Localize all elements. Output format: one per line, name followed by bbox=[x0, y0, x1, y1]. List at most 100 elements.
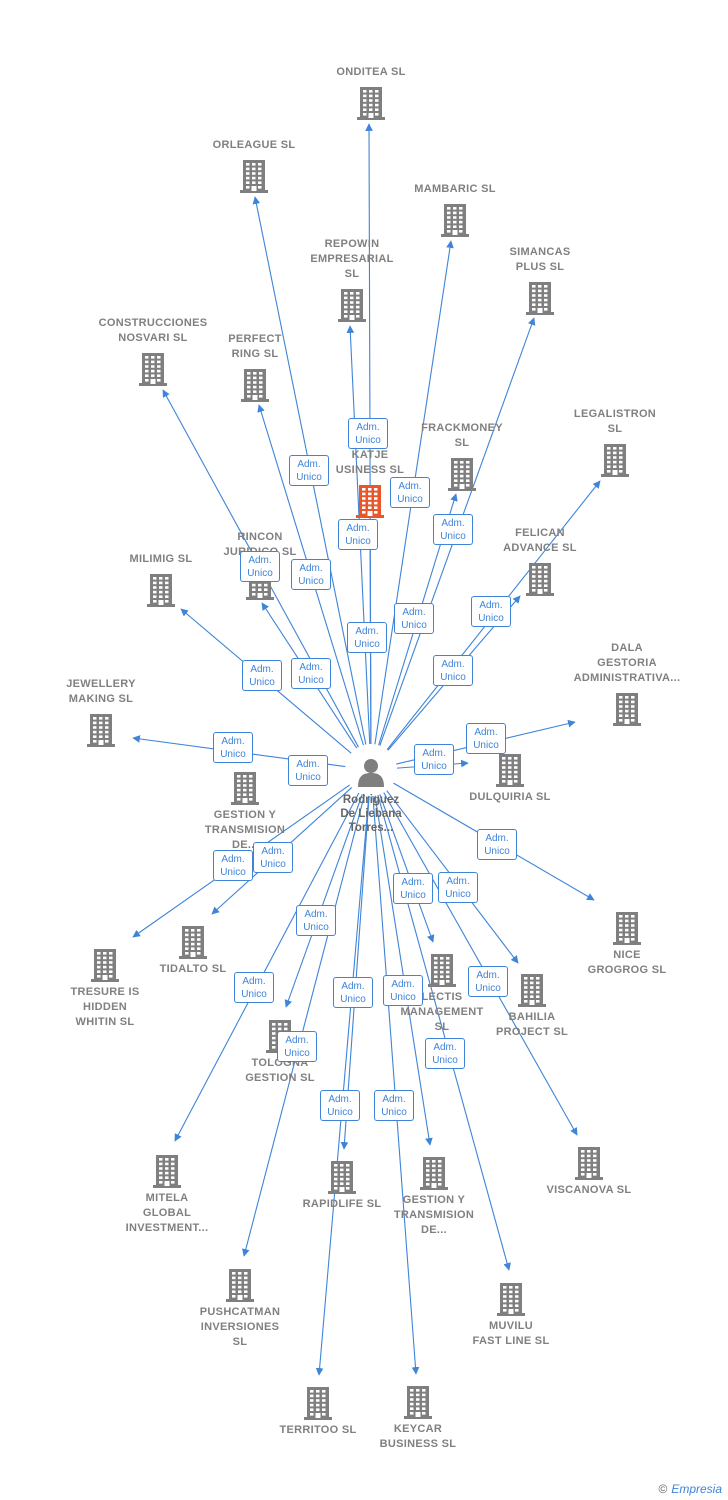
edge-role-badge: Adm.Unico bbox=[277, 1031, 317, 1062]
company-node-orleague[interactable]: ORLEAGUE SL bbox=[184, 139, 324, 193]
building-icon bbox=[613, 693, 641, 726]
company-node-gestion1[interactable]: GESTION Y TRANSMISION DE... bbox=[175, 771, 315, 853]
building-icon bbox=[179, 926, 207, 959]
edge-gestion2 bbox=[374, 795, 433, 1146]
company-node-gestion2[interactable]: GESTION Y TRANSMISION DE... bbox=[364, 1156, 504, 1238]
badge-line1: Adm. bbox=[328, 1094, 352, 1105]
company-node-legalistron[interactable]: LEGALISTRON SL bbox=[545, 408, 685, 477]
company-label: TIDALTO SL bbox=[159, 963, 227, 975]
building-icon bbox=[441, 204, 469, 237]
badge-line1: Adm. bbox=[261, 846, 285, 857]
company-node-lectis[interactable]: LECTIS MANAGEMENT SL bbox=[372, 953, 512, 1035]
badge-line1: Adm. bbox=[346, 523, 370, 534]
company-node-jewellery[interactable]: JEWELLERY MAKING SL bbox=[31, 678, 171, 747]
edge-pushcatman bbox=[242, 795, 365, 1257]
edge-role-badge: Adm.Unico bbox=[471, 596, 511, 627]
badge-line1: Adm. bbox=[341, 981, 365, 992]
edge-role-badge: Adm.Unico bbox=[348, 418, 388, 449]
company-node-tidalto[interactable]: TIDALTO SL bbox=[123, 925, 263, 977]
company-label: DULQUIRIA SL bbox=[469, 791, 551, 803]
company-node-construcciones[interactable]: CONSTRUCCIONES NOSVARI SL bbox=[83, 317, 223, 386]
badge-line2: Unico bbox=[421, 761, 447, 772]
badge-line2: Unico bbox=[241, 989, 267, 1000]
building-icon bbox=[575, 1147, 603, 1180]
company-node-mambaric[interactable]: MAMBARIC SL bbox=[385, 183, 525, 237]
company-node-territoo[interactable]: TERRITOO SL bbox=[248, 1386, 388, 1438]
company-node-rapidlife[interactable]: RAPIDLIFE SL bbox=[272, 1160, 412, 1212]
company-node-repowin[interactable]: REPOWIN EMPRESARIAL SL bbox=[282, 238, 422, 322]
edge-role-badge: Adm.Unico bbox=[414, 744, 454, 775]
building-icon bbox=[231, 772, 259, 805]
company-node-pushcatman[interactable]: PUSHCATMAN INVERSIONES SL bbox=[170, 1268, 310, 1350]
edge-role-badge: Adm.Unico bbox=[390, 477, 430, 508]
company-node-katje[interactable]: KATJE USINESS SL bbox=[300, 449, 440, 518]
company-label: CONSTRUCCIONES NOSVARI SL bbox=[98, 317, 208, 344]
building-icon bbox=[304, 1387, 332, 1420]
badge-line2: Unico bbox=[345, 536, 371, 547]
person-name: Rodriguez De Liebana Torres... bbox=[340, 794, 402, 834]
building-icon bbox=[241, 369, 269, 402]
building-icon bbox=[147, 574, 175, 607]
edge-role-badge: Adm.Unico bbox=[213, 850, 253, 881]
company-node-dala[interactable]: DALA GESTORIA ADMINISTRATIVA... bbox=[557, 642, 697, 726]
badge-line1: Adm. bbox=[474, 727, 498, 738]
badge-line2: Unico bbox=[440, 531, 466, 542]
company-label: RAPIDLIFE SL bbox=[302, 1198, 382, 1210]
company-node-felican[interactable]: FELICAN ADVANCE SL bbox=[470, 527, 610, 596]
edge-role-badge: Adm.Unico bbox=[477, 829, 517, 860]
copyright-mark: © bbox=[658, 1482, 668, 1496]
company-label: ORLEAGUE SL bbox=[212, 139, 296, 151]
company-node-perfect[interactable]: PERFECT RING SL bbox=[185, 333, 325, 402]
company-node-bahilia[interactable]: BAHILIA PROJECT SL bbox=[462, 973, 602, 1040]
edge-role-badge: Adm.Unico bbox=[289, 455, 329, 486]
company-node-simancas[interactable]: SIMANCAS PLUS SL bbox=[470, 246, 610, 315]
badge-line1: Adm. bbox=[476, 970, 500, 981]
badge-line1: Adm. bbox=[433, 1042, 457, 1053]
edge-mitela bbox=[174, 792, 360, 1142]
company-node-dulquiria[interactable]: DULQUIRIA SL bbox=[440, 753, 580, 805]
edge-viscanova bbox=[383, 792, 578, 1136]
company-node-viscanova[interactable]: VISCANOVA SL bbox=[519, 1146, 659, 1198]
badge-line1: Adm. bbox=[441, 659, 465, 670]
badge-line2: Unico bbox=[220, 749, 246, 760]
badge-line1: Adm. bbox=[485, 833, 509, 844]
edge-role-badge: Adm.Unico bbox=[320, 1090, 360, 1121]
center-person-node[interactable]: Rodriguez De Liebana Torres... bbox=[331, 756, 411, 835]
edge-role-badge: Adm.Unico bbox=[394, 603, 434, 634]
company-label: SIMANCAS PLUS SL bbox=[509, 246, 571, 273]
footer-brand[interactable]: ©Empresia bbox=[658, 1482, 722, 1496]
badge-line1: Adm. bbox=[402, 607, 426, 618]
company-label: PUSHCATMAN INVERSIONES SL bbox=[199, 1306, 281, 1348]
badge-line1: Adm. bbox=[221, 854, 245, 865]
badge-line2: Unico bbox=[440, 672, 466, 683]
company-node-onditea[interactable]: ONDITEA SL bbox=[301, 66, 441, 120]
company-label: GESTION Y TRANSMISION DE... bbox=[204, 809, 286, 851]
edge-territoo bbox=[315, 795, 370, 1376]
badge-line1: Adm. bbox=[441, 518, 465, 529]
company-node-muvilu[interactable]: MUVILU FAST LINE SL bbox=[441, 1282, 581, 1349]
company-label: TRESURE IS HIDDEN WHITIN SL bbox=[70, 986, 140, 1028]
edge-role-badge: Adm.Unico bbox=[347, 622, 387, 653]
badge-line1: Adm. bbox=[296, 759, 320, 770]
edge-lectis bbox=[379, 794, 435, 943]
badge-line2: Unico bbox=[296, 472, 322, 483]
company-node-mitela[interactable]: MITELA GLOBAL INVESTMENT... bbox=[97, 1154, 237, 1236]
building-icon bbox=[404, 1386, 432, 1419]
badge-line1: Adm. bbox=[250, 664, 274, 675]
building-icon bbox=[226, 1269, 254, 1302]
company-node-keycar[interactable]: KEYCAR BUSINESS SL bbox=[348, 1385, 488, 1452]
badge-line1: Adm. bbox=[446, 876, 470, 887]
edge-role-badge: Adm.Unico bbox=[253, 842, 293, 873]
company-node-frackmoney[interactable]: FRACKMONEY SL bbox=[392, 422, 532, 491]
company-label: BAHILIA PROJECT SL bbox=[495, 1011, 569, 1038]
company-node-tresure[interactable]: TRESURE IS HIDDEN WHITIN SL bbox=[35, 948, 175, 1030]
company-node-milimig[interactable]: MILIMIG SL bbox=[91, 553, 231, 607]
edge-role-badge: Adm.Unico bbox=[291, 658, 331, 689]
company-label: DALA GESTORIA ADMINISTRATIVA... bbox=[573, 642, 681, 684]
building-icon bbox=[526, 282, 554, 315]
building-icon bbox=[91, 949, 119, 982]
building-icon bbox=[139, 353, 167, 386]
company-node-nice[interactable]: NICE GROGROG SL bbox=[557, 911, 697, 978]
company-label: FELICAN ADVANCE SL bbox=[503, 527, 577, 554]
badge-line2: Unico bbox=[445, 889, 471, 900]
